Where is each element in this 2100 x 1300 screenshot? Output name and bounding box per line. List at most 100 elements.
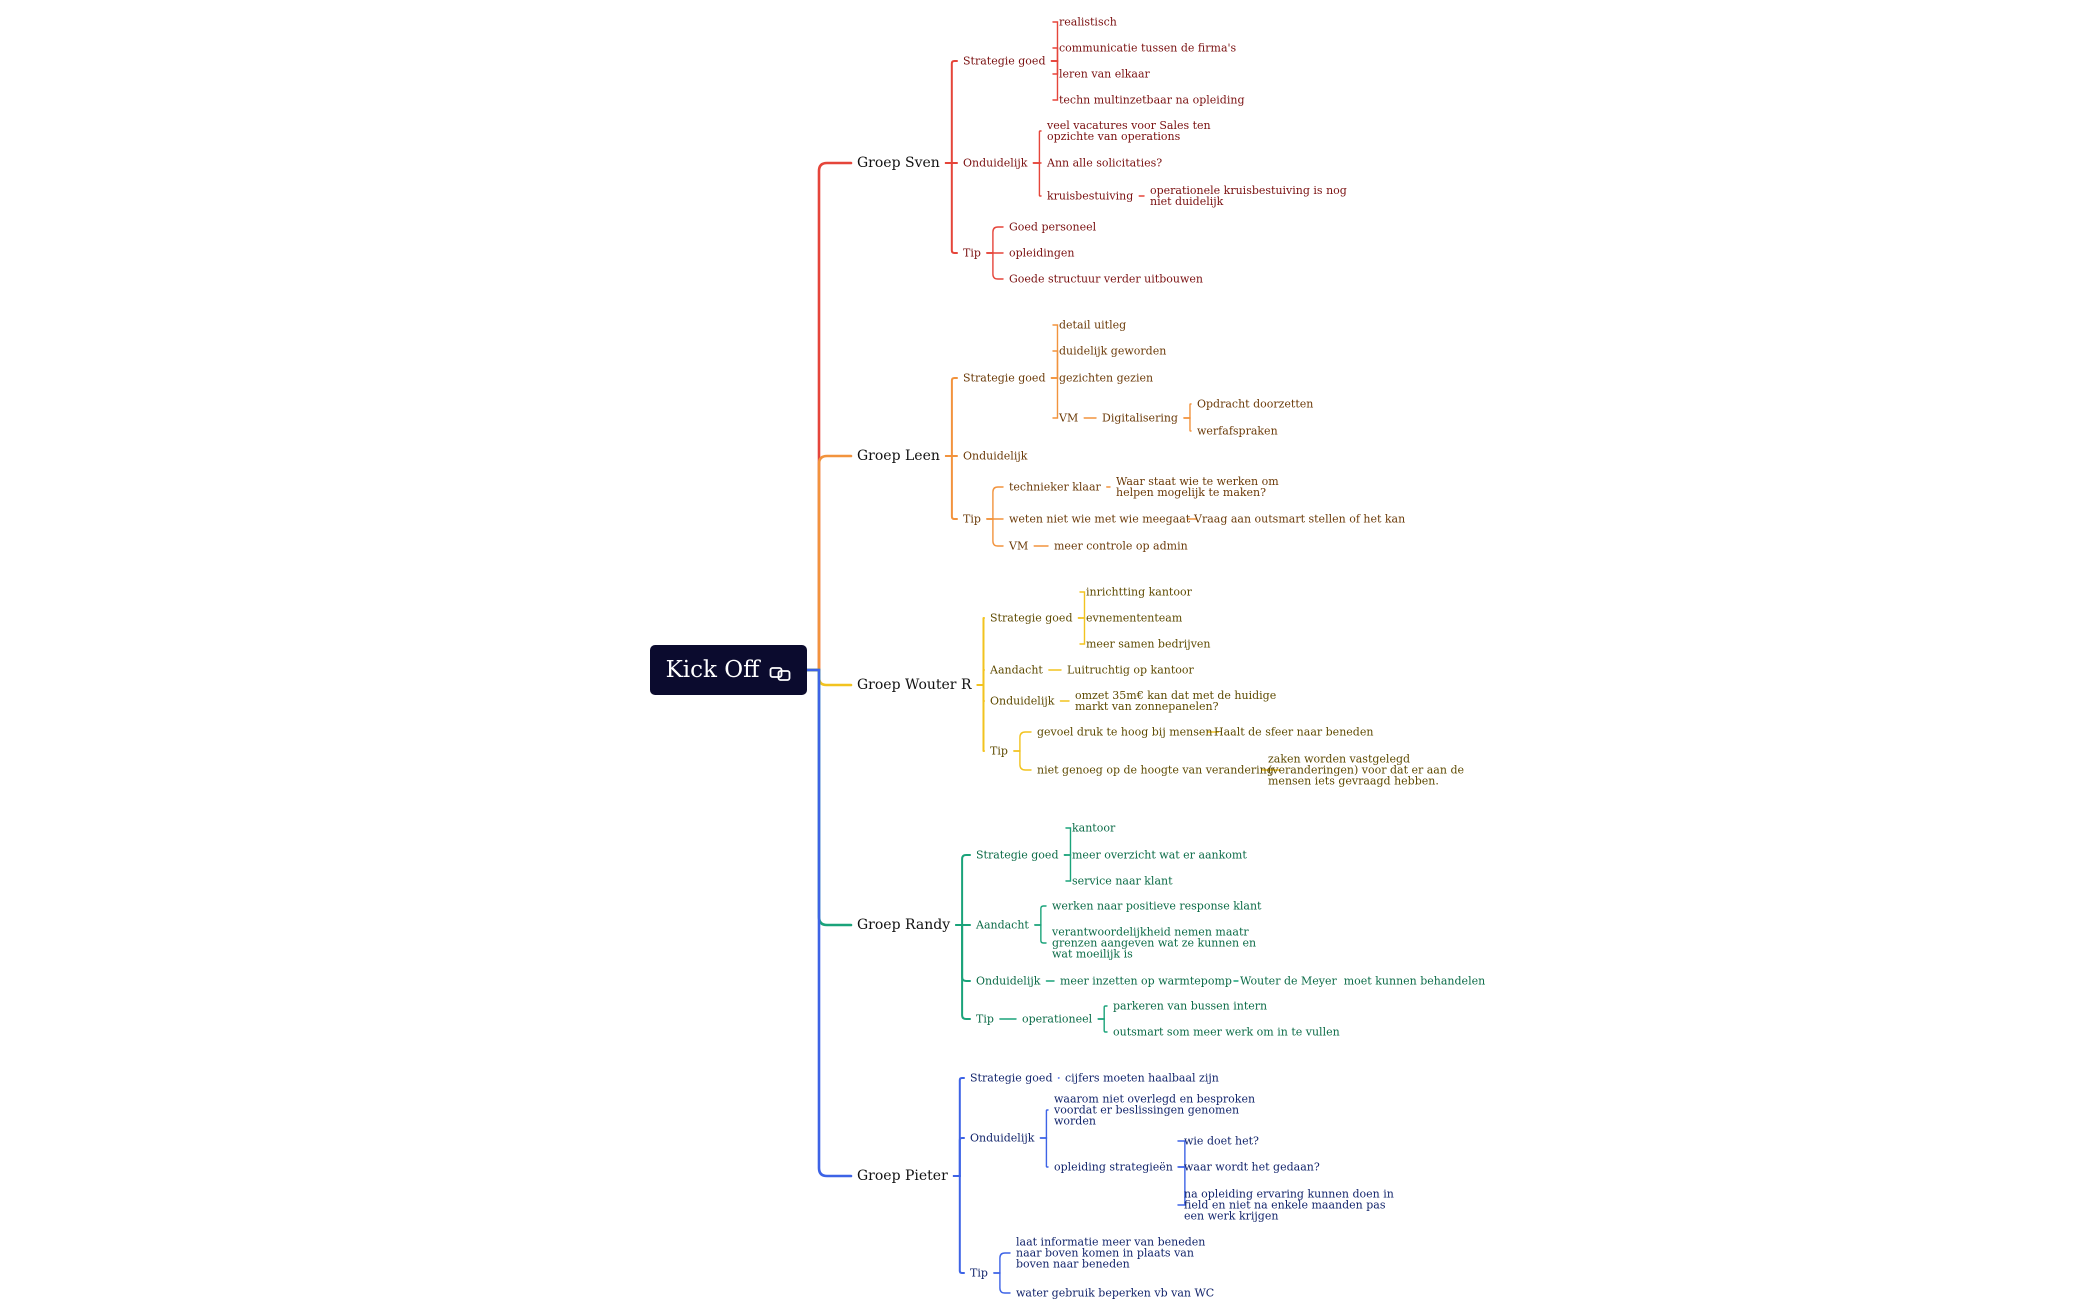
branch-node-kantoor[interactable]: kantoor	[1072, 821, 1116, 835]
branch-node-strategie-goed[interactable]: Strategie goed	[963, 371, 1046, 385]
branch-node-strategie-goed[interactable]: Strategie goed	[963, 54, 1046, 68]
branch-node-strategie-goed[interactable]: Strategie goed	[990, 611, 1073, 625]
connector-tip	[976, 684, 985, 752]
branch-node-vm[interactable]: VM	[1059, 411, 1079, 425]
connector-kantoor	[1063, 827, 1072, 856]
branch-node-meer-samen-bedrijven[interactable]: meer samen bedrijven	[1086, 637, 1211, 651]
branch-node-ann-alle-solicitaties[interactable]: Ann alle solicitaties?	[1047, 156, 1163, 170]
connector-niet-genoeg-op-de-hoogte-van-verandering	[1013, 750, 1032, 771]
branch-node-gevoel-druk-te-hoog-bij-mensen[interactable]: gevoel druk te hoog bij mensen	[1037, 725, 1213, 739]
branch-node-gezichten-gezien[interactable]: gezichten gezien	[1059, 371, 1154, 385]
branch-node-detail-uitleg[interactable]: detail uitleg	[1059, 318, 1127, 332]
branch-node-omzet-35m-kan-dat-met-de-huidige-markt-v[interactable]: omzet 35m€ kan dat met de huidige markt …	[1075, 689, 1277, 713]
branch-node-vraag-aan-outsmart-stellen-of-het-kan[interactable]: Vraag aan outsmart stellen of het kan	[1194, 512, 1406, 526]
connector-kruisbestuiving	[1032, 162, 1042, 197]
branch-node-meer-controle-op-admin[interactable]: meer controle op admin	[1054, 539, 1188, 553]
branch-node-laat-informatie-meer-van-beneden-naar-bo[interactable]: laat informatie meer van beneden naar bo…	[1016, 1235, 1206, 1271]
branch-node-inrichtting-kantoor[interactable]: inrichtting kantoor	[1086, 585, 1192, 599]
branch-node-service-naar-klant[interactable]: service naar klant	[1072, 874, 1173, 888]
branch-node-communicatie-tussen-de-firma-s[interactable]: communicatie tussen de firma's	[1059, 41, 1237, 55]
connector-onduidelijk	[952, 1137, 965, 1177]
branch-node-opleidingen[interactable]: opleidingen	[1009, 246, 1075, 260]
connector-tip	[944, 455, 958, 520]
branch-node-evnemententeam[interactable]: evnemententeam	[1086, 611, 1183, 625]
branch-node-technieker-klaar[interactable]: technieker klaar	[1009, 480, 1101, 494]
branch-node-meer-inzetten-op-warmtepomp[interactable]: meer inzetten op warmtepomp	[1060, 974, 1232, 988]
connector-gevoel-druk-te-hoog-bij-mensen	[1013, 731, 1032, 752]
branch-node-onduidelijk[interactable]: Onduidelijk	[970, 1131, 1035, 1145]
connector-strategie-goed	[944, 60, 958, 164]
group-node-groep-pieter[interactable]: Groep Pieter	[857, 1168, 948, 1184]
branch-node-haalt-de-sfeer-naar-beneden[interactable]: Haalt de sfeer naar beneden	[1214, 725, 1374, 739]
branch-node-opdracht-doorzetten[interactable]: Opdracht doorzetten	[1197, 397, 1314, 411]
branch-node-weten-niet-wie-met-wie-meegaat[interactable]: weten niet wie met wie meegaat	[1009, 512, 1191, 526]
root-label: Kick Off	[665, 657, 760, 683]
link-icon	[769, 662, 791, 681]
branch-node-opleiding-strategiee-n[interactable]: opleiding strategieën	[1054, 1160, 1173, 1174]
connector-tip	[952, 1175, 965, 1274]
connector-parkeren-van-bussen-intern	[1097, 1005, 1108, 1020]
branch-node-waar-wordt-het-gedaan[interactable]: waar wordt het gedaan?	[1184, 1160, 1320, 1174]
connector-werken-naar-positieve-response-klant	[1034, 905, 1047, 926]
branch-node-outsmart-som-meer-werk-om-in-te-vullen[interactable]: outsmart som meer werk om in te vullen	[1113, 1025, 1340, 1039]
group-node-groep-randy[interactable]: Groep Randy	[857, 917, 951, 933]
branch-node-aandacht[interactable]: Aandacht	[976, 918, 1029, 932]
connector-leren-van-elkaar	[1050, 60, 1059, 75]
branch-node-strategie-goed[interactable]: Strategie goed	[976, 848, 1059, 862]
connector-aandacht	[976, 669, 985, 686]
branch-node-digitalisering[interactable]: Digitalisering	[1102, 411, 1178, 425]
connector-vm	[1050, 377, 1059, 419]
branch-node-goed-personeel[interactable]: Goed personeel	[1009, 220, 1097, 234]
branch-node-strategie-goed[interactable]: Strategie goed	[970, 1071, 1053, 1085]
branch-node-niet-genoeg-op-de-hoogte-van-verandering[interactable]: niet genoeg op de hoogte van verandering	[1037, 763, 1274, 777]
branch-node-waarom-niet-overlegd-en-besproken-voorda[interactable]: waarom niet overlegd en besproken voorda…	[1054, 1092, 1256, 1128]
branch-node-tip[interactable]: Tip	[963, 246, 981, 260]
branch-node-zaken-worden-vastgelegd-veranderingen-vo[interactable]: zaken worden vastgelegd (veranderingen) …	[1268, 752, 1464, 788]
branch-node-duidelijk-geworden[interactable]: duidelijk geworden	[1059, 344, 1167, 358]
group-node-groep-leen[interactable]: Groep Leen	[857, 448, 940, 464]
connector-strategie-goed	[976, 617, 985, 686]
branch-node-parkeren-van-bussen-intern[interactable]: parkeren van bussen intern	[1113, 999, 1268, 1013]
branch-node-werfafspraken[interactable]: werfafspraken	[1197, 424, 1278, 438]
branch-node-tip[interactable]: Tip	[970, 1266, 988, 1280]
group-node-groep-wouter-r[interactable]: Groep Wouter R	[857, 677, 972, 693]
branch-node-techn-multinzetbaar-na-opleiding[interactable]: techn multinzetbaar na opleiding	[1059, 93, 1245, 107]
branch-node-water-gebruik-beperken-vb-van-wc[interactable]: water gebruik beperken vb van WC	[1016, 1286, 1215, 1300]
branch-node-onduidelijk[interactable]: Onduidelijk	[963, 156, 1028, 170]
branch-node-onduidelijk[interactable]: Onduidelijk	[963, 449, 1028, 463]
branch-node-na-opleiding-ervaring-kunnen-doen-in-fie[interactable]: na opleiding ervaring kunnen doen in fie…	[1184, 1187, 1394, 1223]
branch-node-onduidelijk[interactable]: Onduidelijk	[990, 694, 1055, 708]
connector-vm	[986, 518, 1004, 547]
connector-communicatie-tussen-de-firma-s	[1050, 47, 1059, 62]
branch-node-tip[interactable]: Tip	[963, 512, 981, 526]
branch-node-meer-overzicht-wat-er-aankomt[interactable]: meer overzicht wat er aankomt	[1072, 848, 1247, 862]
branch-node-vm[interactable]: VM	[1009, 539, 1029, 553]
connector-laat-informatie-meer-van-beneden-naar-bo	[993, 1252, 1011, 1274]
branch-node-waar-staat-wie-te-werken-om-helpen-mogel[interactable]: Waar staat wie te werken om helpen mogel…	[1116, 475, 1279, 499]
branch-node-realistisch[interactable]: realistisch	[1059, 15, 1117, 29]
branch-node-operationele-kruisbestuiving-is-nog-niet[interactable]: operationele kruisbestuiving is nog niet…	[1150, 184, 1347, 208]
group-node-groep-sven[interactable]: Groep Sven	[857, 155, 940, 171]
branch-node-aandacht[interactable]: Aandacht	[990, 663, 1043, 677]
branch-node-tip[interactable]: Tip	[990, 744, 1008, 758]
connector-tip	[955, 924, 971, 1020]
branch-node-veel-vacatures-voor-sales-ten-opzichte-v[interactable]: veel vacatures voor Sales ten opzichte v…	[1047, 119, 1211, 143]
branch-node-werken-naar-positieve-response-klant[interactable]: werken naar positieve response klant	[1052, 899, 1262, 913]
branch-node-operationeel[interactable]: operationeel	[1022, 1012, 1093, 1026]
root-node-kick-off[interactable]: Kick Off	[650, 645, 807, 695]
branch-node-kruisbestuiving[interactable]: kruisbestuiving	[1047, 189, 1134, 203]
connector-root-to-groep-leen	[805, 454, 853, 672]
branch-node-luitruchtig-op-kantoor[interactable]: Luitruchtig op kantoor	[1067, 663, 1194, 677]
branch-node-onduidelijk[interactable]: Onduidelijk	[976, 974, 1041, 988]
branch-node-tip[interactable]: Tip	[976, 1012, 994, 1026]
branch-node-cijfers-moeten-haalbaal-zijn[interactable]: cijfers moeten haalbaal zijn	[1065, 1071, 1219, 1085]
branch-node-leren-van-elkaar[interactable]: leren van elkaar	[1059, 67, 1150, 81]
connector-goed-personeel	[986, 226, 1004, 254]
branch-node-goede-structuur-verder-uitbouwen[interactable]: Goede structuur verder uitbouwen	[1009, 272, 1203, 286]
connector-root-to-groep-wouter-r	[805, 668, 853, 687]
branch-node-wouter-de-meyer-moet-kunnen-behandelen[interactable]: Wouter de Meyer moet kunnen behandelen	[1240, 974, 1486, 988]
branch-node-wie-doet-het[interactable]: wie doet het?	[1184, 1134, 1259, 1148]
branch-node-verantwoordelijkheid-nemen-maatr-grenzen[interactable]: verantwoordelijkheid nemen maatr grenzen…	[1052, 925, 1257, 961]
